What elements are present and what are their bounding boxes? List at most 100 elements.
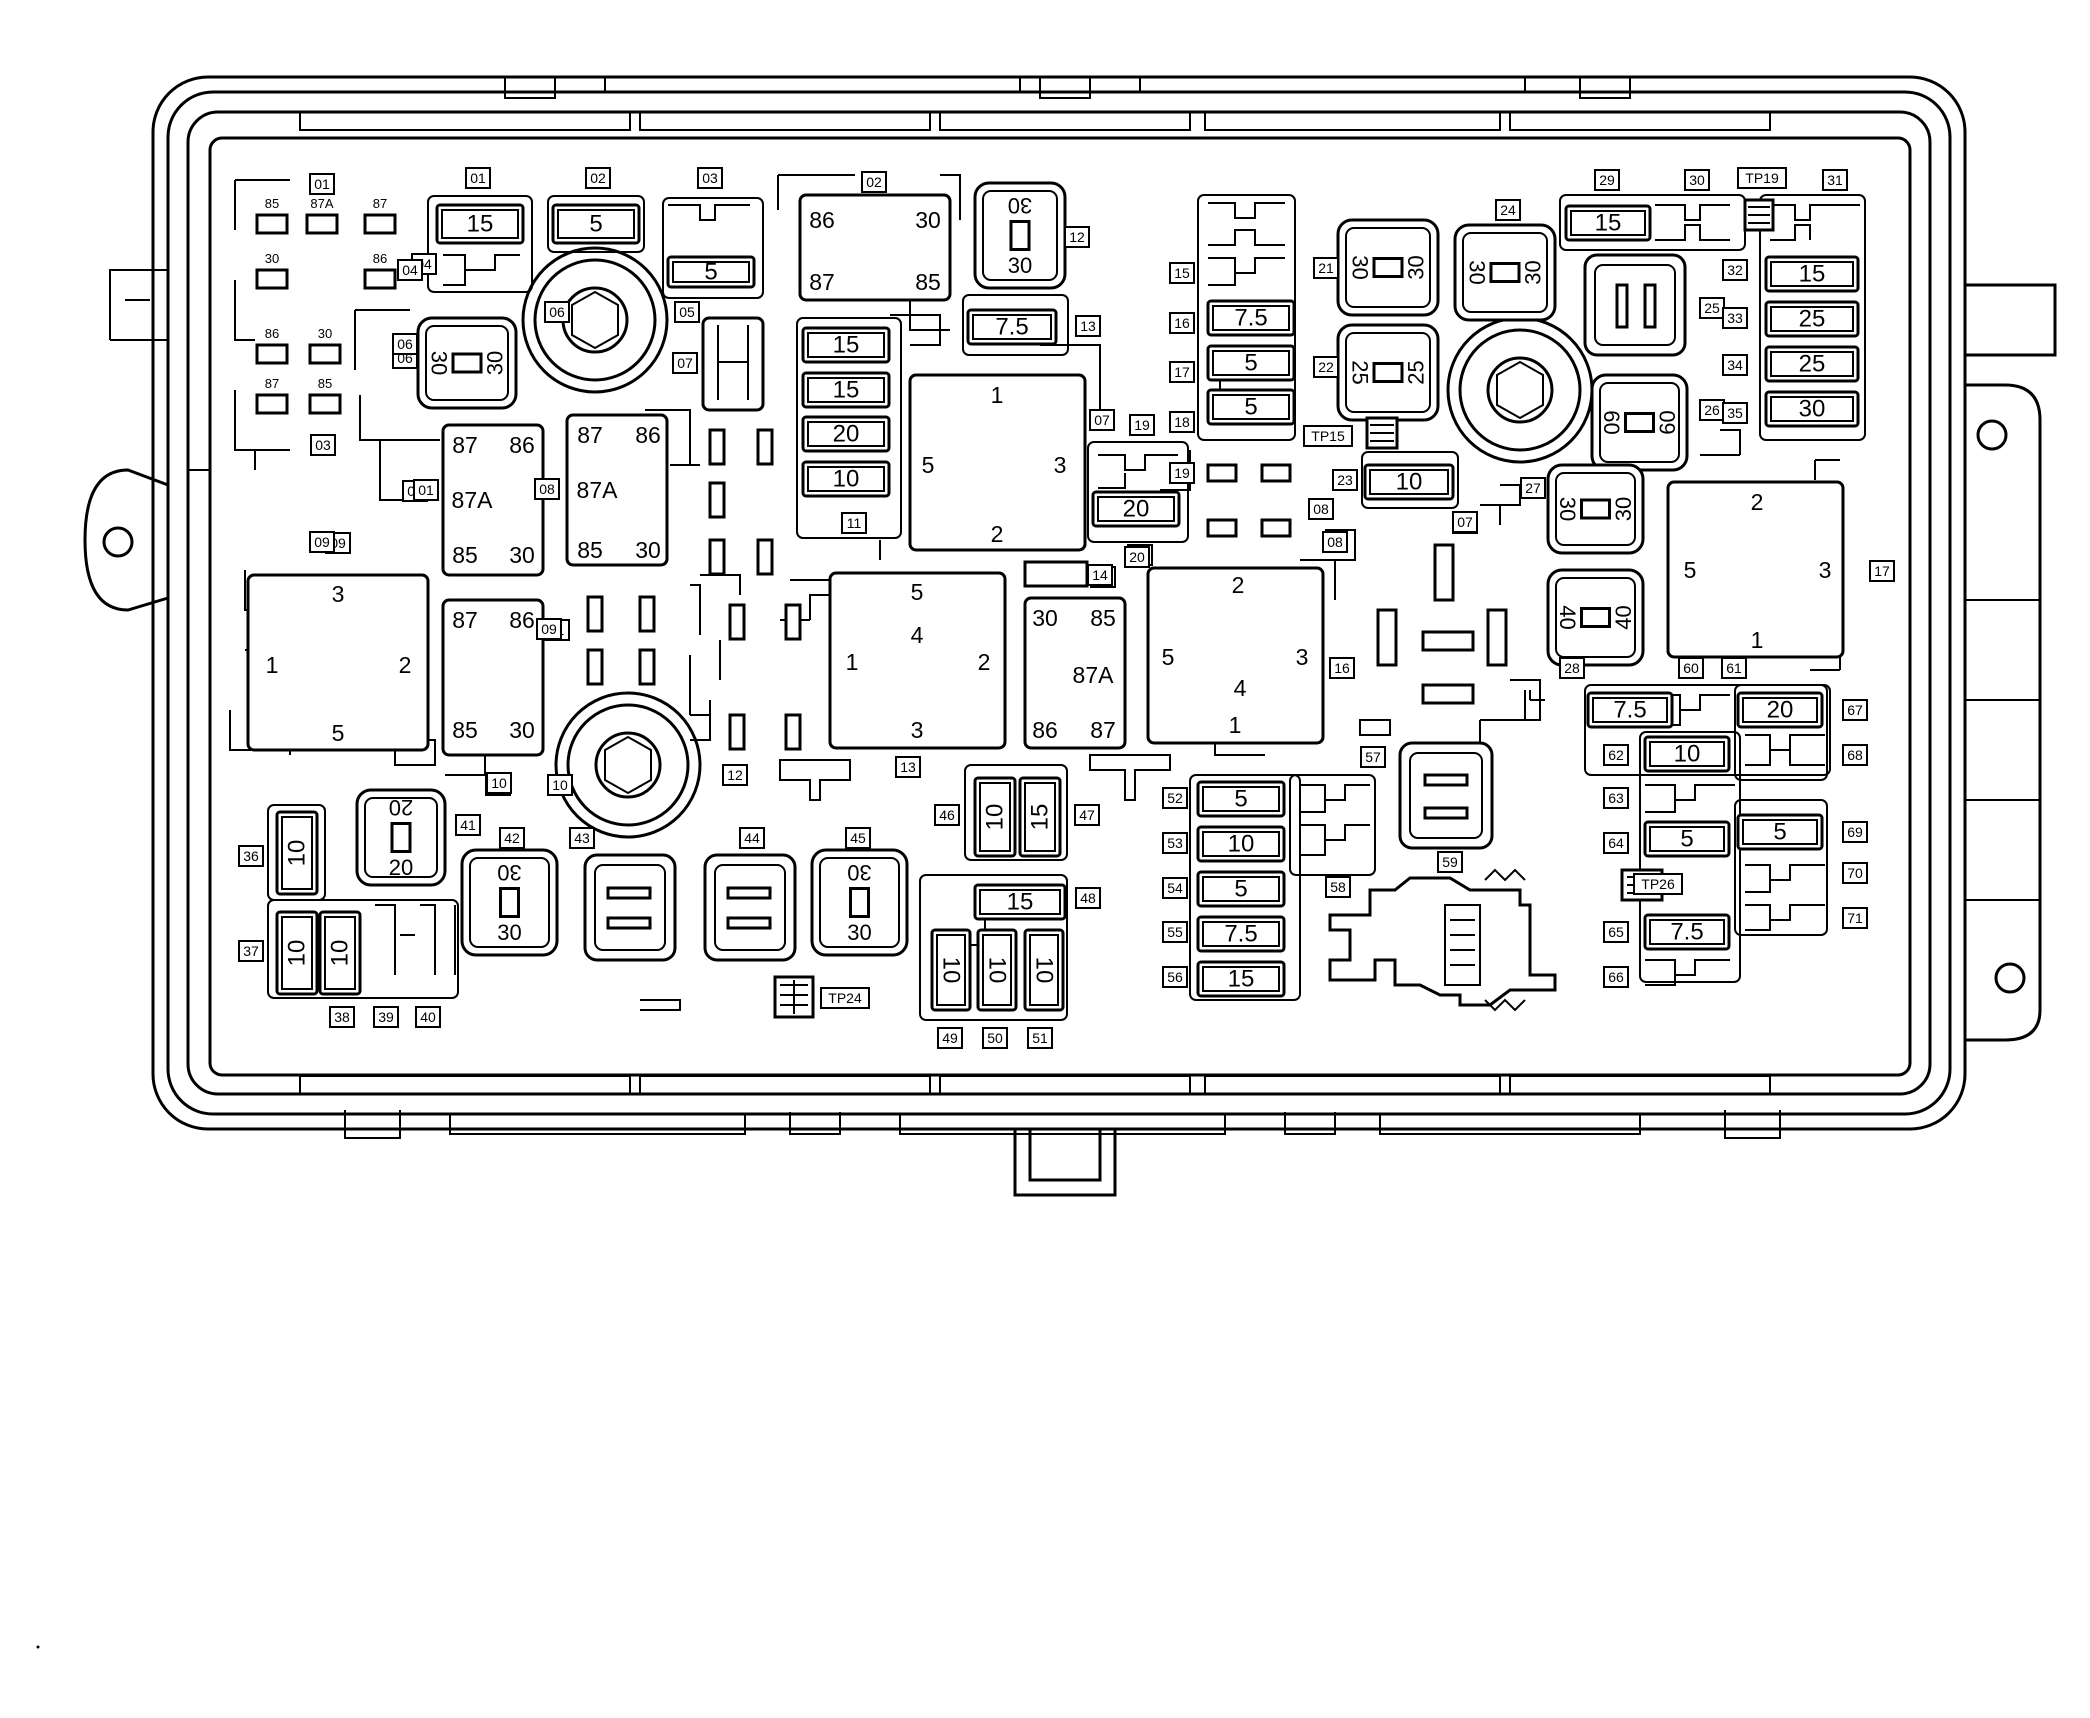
fuse: 15 [973, 883, 1067, 921]
callout-tag: 07 [672, 352, 698, 374]
callout-tag: 08 [534, 478, 560, 500]
callout-tag: 04 [397, 259, 423, 281]
callout-number: 22 [1318, 359, 1334, 375]
callout-tag: 29 [1594, 169, 1620, 191]
callout-number: 17 [1874, 563, 1890, 579]
relay-pin-label: 86 [509, 432, 535, 458]
callout-tag: 12 [1064, 226, 1090, 248]
callout-number: 48 [1080, 890, 1096, 906]
callout-tag: 09 [536, 618, 562, 640]
cartridge-rating: 30 [1611, 497, 1636, 521]
relay-pin-label: 85 [1090, 605, 1116, 631]
callout-tag: 05 [674, 301, 700, 323]
relay-pin-label: 4 [1234, 675, 1247, 701]
callout-tag: 55 [1162, 921, 1188, 943]
relay-pin-label: 5 [911, 579, 924, 605]
callout-tag: 03 [697, 167, 723, 189]
callout-number: 24 [1500, 202, 1516, 218]
cartridge-rating: 30 [847, 860, 871, 885]
callout-tag: 28 [1559, 657, 1585, 679]
fuse: 25 [1764, 345, 1860, 383]
callout-tag: 12 [722, 764, 748, 786]
stud-terminal-right [1446, 316, 1594, 464]
callout-tag: 31 [1822, 169, 1848, 191]
small-terminal-slots [586, 428, 1508, 751]
test-point-tp24 [773, 975, 815, 1019]
callout-number: 66 [1608, 969, 1624, 985]
fuse: 7.5 [1643, 913, 1731, 951]
callout-number: 69 [1847, 824, 1863, 840]
fuse-rating: 10 [1031, 957, 1058, 984]
callout-number: 30 [1689, 172, 1705, 188]
cartridge-rating: 60 [1599, 410, 1624, 434]
relay-pin-label: 87A [452, 487, 494, 513]
svg-text:85: 85 [265, 196, 279, 211]
relay-pin-label: 85 [452, 717, 478, 743]
cartridge-rating: 20 [389, 795, 413, 820]
connector-59 [1328, 868, 1557, 1012]
callout-tag: 44 [739, 827, 765, 849]
fuse-rating: 7.5 [995, 314, 1028, 341]
callout-tag: 61 [1721, 657, 1747, 679]
callout-number: 54 [1167, 880, 1183, 896]
fuse: 15 [1196, 960, 1286, 998]
relay-pin-label: 3 [911, 717, 924, 743]
relay-pin-label: 4 [911, 622, 924, 648]
callout-tag: 15 [1169, 262, 1195, 284]
fuse: 20 [1736, 691, 1824, 729]
svg-text:86: 86 [373, 251, 387, 266]
callout-number: 01 [314, 176, 330, 192]
callout-tag: 02 [585, 167, 611, 189]
callout-number: 01 [470, 170, 486, 186]
relay-pin-label: 85 [915, 269, 941, 295]
callout-number: 55 [1167, 924, 1183, 940]
callout-tag: 69 [1842, 821, 1868, 843]
cartridge-rating: 30 [1008, 253, 1032, 278]
callout-number: 16 [1334, 660, 1350, 676]
relay-pin-label: 86 [635, 422, 661, 448]
fuse: 5 [1643, 820, 1731, 858]
fuse-rating: 10 [284, 940, 311, 967]
callout-tag: 65 [1603, 921, 1629, 943]
callout-tag: 03 [310, 434, 336, 456]
callout-number: 38 [334, 1009, 350, 1025]
relay-pin-label: 86 [1032, 717, 1058, 743]
callout-number: 58 [1330, 879, 1346, 895]
callout-number: 61 [1726, 660, 1742, 676]
mini-relay-pins: 85 87A 87 30 86 86 30 87 85 [255, 196, 397, 415]
callout-number: 53 [1167, 835, 1183, 851]
callout-tag: 16 [1169, 312, 1195, 334]
callout-number: TP15 [1311, 428, 1345, 444]
fuse-rating: 7.5 [1613, 697, 1646, 724]
callout-number: 26 [1704, 402, 1720, 418]
callout-tag: 11 [841, 512, 867, 534]
fuse-rating: 10 [938, 957, 965, 984]
callout-number: 64 [1608, 835, 1624, 851]
fuse: 20 [801, 415, 891, 453]
callout-number: 07 [677, 355, 693, 371]
cartridge-rating: 40 [1555, 605, 1580, 629]
callout-number: 49 [942, 1030, 958, 1046]
fuse: 10 [976, 928, 1018, 1012]
blade-socket-right-1 [1398, 741, 1494, 850]
fuse: 5 [1196, 870, 1286, 908]
callout-number: 60 [1683, 660, 1699, 676]
fuse-rating: 15 [1799, 261, 1826, 288]
callout-tag: 68 [1842, 744, 1868, 766]
callout-number: 04 [402, 262, 418, 278]
callout-number: 28 [1564, 660, 1580, 676]
callout-tag: 17 [1869, 560, 1895, 582]
blade-socket-right-2 [1583, 253, 1687, 357]
callout-number: 20 [1129, 549, 1145, 565]
callout-tag: 39 [373, 1006, 399, 1028]
fuse-rating: 25 [1799, 351, 1826, 378]
callout-tag: 56 [1162, 966, 1188, 988]
callout-tag: 27 [1520, 477, 1546, 499]
callout-tag: 50 [982, 1027, 1008, 1049]
fuse-rating: 10 [327, 940, 354, 967]
